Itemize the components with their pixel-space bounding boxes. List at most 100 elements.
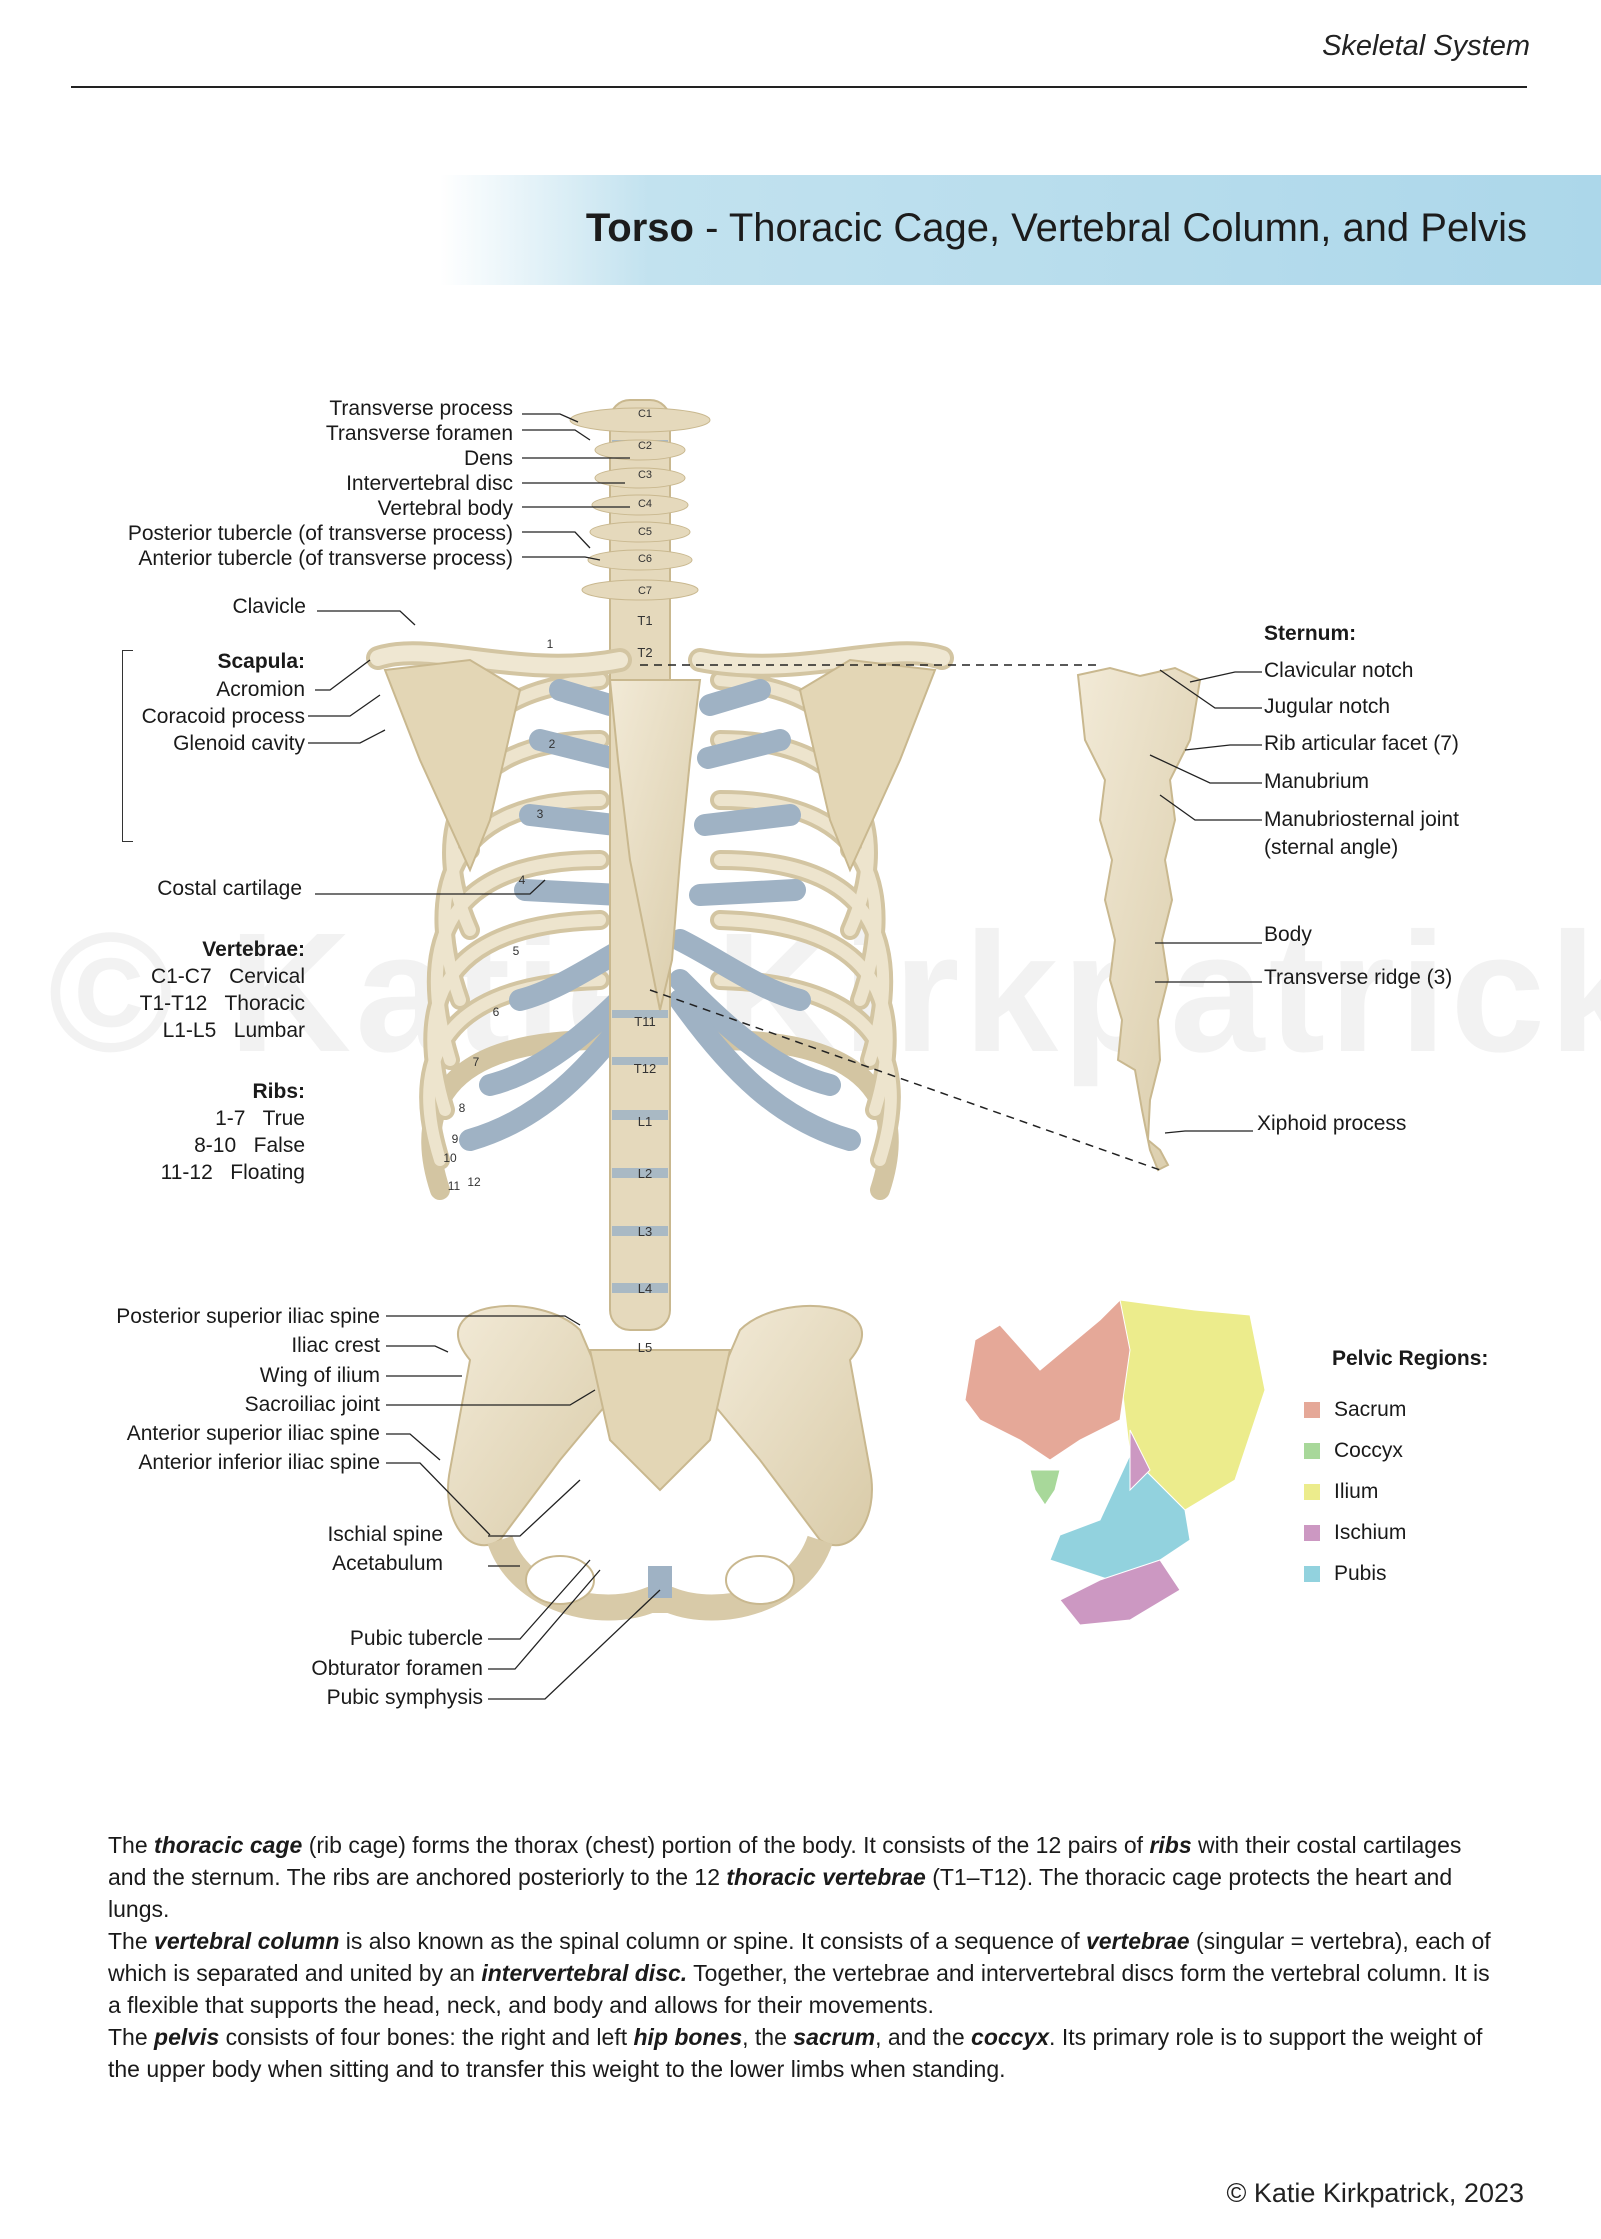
pelvic-regions-figure [964, 1298, 1266, 1626]
emphasized-term: intervertebral disc. [481, 1960, 688, 1986]
legend-swatch [1304, 1566, 1320, 1582]
vertebrae-key-thoracic: T1-T12 Thoracic [139, 992, 305, 1015]
vertebrae-key-lumbar: L1-L5 Lumbar [162, 1019, 305, 1042]
rib-number: 11 [448, 1179, 461, 1193]
paragraph-text: (rib cage) forms the thorax (chest) port… [302, 1832, 1150, 1858]
spine-marker: L1 [638, 1114, 652, 1129]
spine-marker: C2 [638, 440, 652, 452]
paragraph-text: . Its primary role is to support the wei… [108, 2024, 1483, 2082]
legend-swatch [1304, 1443, 1320, 1459]
legend-label: Ilium [1334, 1480, 1379, 1503]
emphasized-term: coccyx [971, 2024, 1050, 2050]
spine-marker: C6 [638, 553, 652, 565]
title-rest: - Thoracic Cage, Vertebral Column, and P… [694, 206, 1527, 250]
spine-marker: C4 [638, 498, 652, 510]
label-sacroiliac-joint: Sacroiliac joint [244, 1393, 380, 1416]
rib-number: 12 [467, 1175, 481, 1189]
spine-marker: T12 [634, 1061, 656, 1076]
spine-marker: L2 [638, 1166, 652, 1181]
spine-marker: T2 [637, 645, 652, 660]
legend-swatch [1304, 1402, 1320, 1418]
copyright: © Katie Kirkpatrick, 2023 [1226, 2178, 1524, 2208]
scapula-right [798, 658, 937, 873]
label-transverse-foramen: Transverse foramen [325, 422, 513, 445]
label-transverse-ridge: Transverse ridge (3) [1264, 966, 1453, 989]
cervical-processes [569, 407, 711, 601]
label-acromion: Acromion [216, 678, 305, 701]
emphasized-term: pelvis [154, 2024, 220, 2050]
label-clavicular-notch: Clavicular notch [1264, 659, 1414, 682]
legend-label: Sacrum [1334, 1398, 1407, 1421]
rib-number: 9 [452, 1132, 459, 1146]
ribs-key-true: 1-7 True [215, 1107, 305, 1130]
pelvic-regions-heading: Pelvic Regions: [1332, 1347, 1489, 1370]
label-pubic-symphysis: Pubic symphysis [326, 1686, 483, 1709]
leader-lines [308, 413, 1262, 1700]
label-manubriosternal-joint: Manubriosternal joint [1264, 808, 1459, 831]
paragraph-pelvis: The pelvis consists of four bones: the r… [108, 2021, 1498, 2085]
scapula-bracket [122, 650, 133, 842]
emphasized-term: thoracic cage [154, 1832, 303, 1858]
paragraph-text: Together, the vertebrae and intervertebr… [108, 1960, 1490, 2018]
body-text: The thoracic cage (rib cage) forms the t… [108, 1829, 1498, 2085]
emphasized-term: hip bones [633, 2024, 743, 2050]
paragraph-text: The [108, 1832, 155, 1858]
legend-item: Ischium [1304, 1520, 1406, 1545]
label-xiphoid-process: Xiphoid process [1257, 1112, 1407, 1135]
page-title: Torso - Thoracic Cage, Vertebral Column,… [586, 206, 1527, 251]
rib-number: 10 [443, 1151, 457, 1165]
ribs-key-floating: 11-12 Floating [160, 1161, 305, 1184]
paragraph-text: is also known as the spinal column or sp… [339, 1928, 1086, 1954]
scapula-heading: Scapula: [217, 650, 305, 673]
label-anterior-inferior-iliac-spine: Anterior inferior iliac spine [138, 1451, 380, 1474]
sternum-heading: Sternum: [1264, 622, 1357, 645]
legend-swatch [1304, 1484, 1320, 1500]
paragraph-text: , the [742, 2024, 794, 2050]
legend-item: Coccyx [1304, 1438, 1403, 1463]
spine-marker: T11 [634, 1014, 655, 1029]
header-rule [71, 86, 1527, 88]
label-posterior-tubercle: Posterior tubercle (of transverse proces… [127, 522, 513, 545]
emphasized-term: vertebral column [154, 1928, 340, 1954]
emphasized-term: sacrum [793, 2024, 876, 2050]
label-jugular-notch: Jugular notch [1264, 695, 1391, 718]
label-transverse-process: Transverse process [329, 397, 513, 420]
label-wing-of-ilium: Wing of ilium [259, 1364, 380, 1387]
label-sternum-body: Body [1264, 923, 1312, 946]
rib-number: 1 [547, 637, 554, 651]
spine-marker: C5 [638, 526, 652, 538]
rib-number: 5 [513, 944, 520, 958]
label-obturator-foramen: Obturator foramen [311, 1657, 483, 1680]
label-ischial-spine: Ischial spine [327, 1523, 443, 1546]
label-manubrium: Manubrium [1264, 770, 1370, 793]
spine-marker: C1 [638, 408, 652, 420]
label-rib-articular-facet: Rib articular facet (7) [1264, 732, 1459, 755]
paragraph-text: , and the [875, 2024, 972, 2050]
emphasized-term: ribs [1149, 1832, 1192, 1858]
emphasized-term: thoracic vertebrae [726, 1864, 926, 1890]
vertebrae-key-cervical: C1-C7 Cervical [150, 965, 305, 988]
ribs-heading: Ribs: [252, 1080, 306, 1103]
paragraph-thoracic-cage: The thoracic cage (rib cage) forms the t… [108, 1829, 1498, 1925]
spine-marker: L3 [638, 1224, 652, 1239]
rib-number: 7 [473, 1055, 480, 1069]
running-head: Skeletal System [1322, 30, 1530, 62]
title-bold: Torso [585, 206, 694, 250]
paragraph-text: (singular = vertebra), each of which is … [108, 1928, 1491, 1986]
paragraph-vertebral-column: The vertebral column is also known as th… [108, 1925, 1498, 2021]
label-anterior-superior-iliac-spine: Anterior superior iliac spine [126, 1422, 380, 1445]
ribs-key-false: 8-10 False [194, 1134, 305, 1157]
label-costal-cartilage: Costal cartilage [157, 877, 302, 900]
rib-number: 4 [519, 873, 526, 887]
label-sternal-angle: (sternal angle) [1264, 836, 1399, 859]
spine-marker: L4 [638, 1281, 652, 1296]
legend-label: Pubis [1334, 1562, 1387, 1585]
paragraph-text: (T1–T12). The thoracic cage protects the… [108, 1864, 1453, 1922]
rib-number: 6 [493, 1005, 500, 1019]
label-vertebral-body: Vertebral body [377, 497, 513, 520]
rib-number: 3 [537, 807, 544, 821]
legend-item: Ilium [1304, 1479, 1378, 1504]
